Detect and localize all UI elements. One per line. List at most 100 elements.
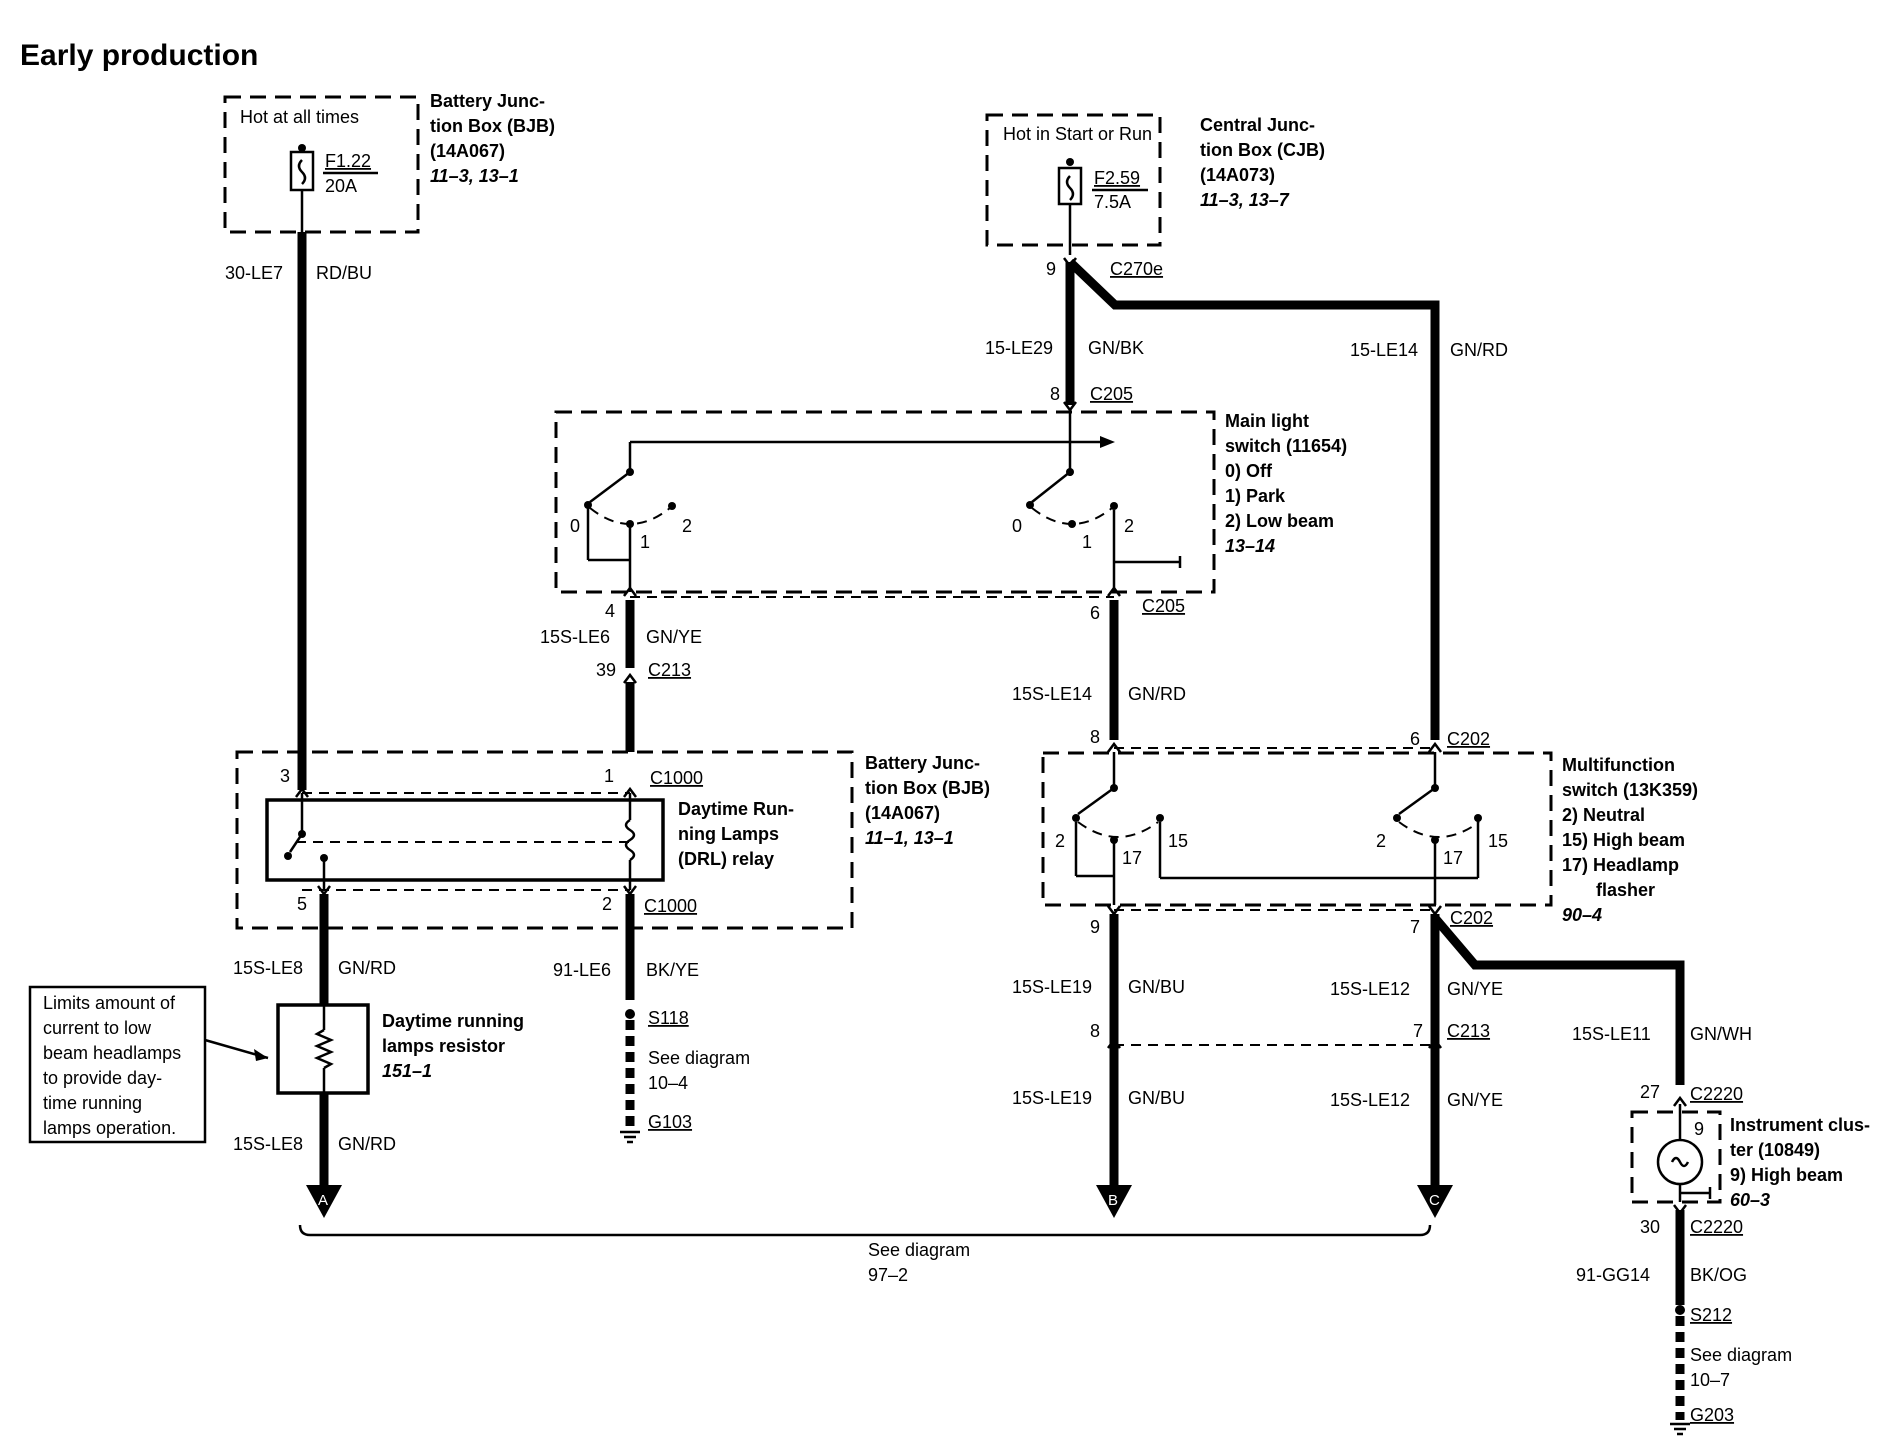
main-switch-name2: switch (11654): [1225, 436, 1347, 456]
wire-15s-le19-bottom-id: 15S-LE19: [1012, 1088, 1092, 1108]
wire-15s-le14-id: 15S-LE14: [1012, 684, 1092, 704]
wire-15s-le11-color: GN/WH: [1690, 1024, 1752, 1044]
drl-relay-name3: (DRL) relay: [678, 849, 774, 869]
bracket: [298, 1224, 1432, 1237]
mfs-right-pos17: 17: [1443, 848, 1463, 868]
arrow-b-label: B: [1108, 1192, 1118, 1209]
ground-g103-label: G103: [648, 1112, 692, 1132]
cjb-part: (14A073): [1200, 165, 1275, 185]
mfs-right-pos2: 2: [1376, 831, 1386, 851]
main-light-switch: 0 1 2 0 1 2 Main light switch (11654) 0)…: [554, 410, 1347, 594]
resistor-name2: lamps resistor: [382, 1036, 505, 1056]
splice-s212: [1675, 1305, 1685, 1315]
bjb-top-ref: 11–3, 13–1: [430, 166, 519, 186]
wire-91-gg14-color: BK/OG: [1690, 1265, 1747, 1285]
wire-15s-le12-top-id: 15S-LE12: [1330, 979, 1410, 999]
mfs-ref: 90–4: [1562, 905, 1602, 925]
wire-30-le7-id: 30-LE7: [225, 263, 283, 283]
pin-6-c205: 6: [1090, 603, 1100, 623]
wire-15s-le12-bottom-color: GN/YE: [1447, 1090, 1503, 1110]
pin-27-c2220: 27: [1640, 1082, 1660, 1102]
arrow-a: [306, 1185, 342, 1218]
pin-4-c205: 4: [605, 601, 615, 621]
connector-c205-top: C205: [1090, 384, 1133, 404]
bjb-bottom-ref: 11–1, 13–1: [865, 828, 954, 848]
instrument-cluster: 9 Instrument clus- ter (10849) 9) High b…: [1630, 1104, 1870, 1210]
pin-39-c213: 39: [596, 660, 616, 680]
wire-91-le6-id: 91-LE6: [553, 960, 611, 980]
connector-c1000-top: C1000: [650, 768, 703, 788]
wire-15-le29-id: 15-LE29: [985, 338, 1053, 358]
mfs-opt15: 15) High beam: [1562, 830, 1685, 850]
wire-15s-le6-color: GN/YE: [646, 627, 702, 647]
cjb-fuse-box: Hot in Start or Run F2.59 7.5A Central J…: [985, 113, 1325, 247]
bjb-bottom-name2: tion Box (BJB): [865, 778, 990, 798]
note-line6: lamps operation.: [43, 1118, 176, 1138]
mfs-opt17: 17) Headlamp: [1562, 855, 1679, 875]
wire-15s-le12-top-color: GN/YE: [1447, 979, 1503, 999]
fuse-f122-amp: 20A: [325, 176, 357, 196]
wire-15s-le8-bottom-id: 15S-LE8: [233, 1134, 303, 1154]
cjb-name2: tion Box (CJB): [1200, 140, 1325, 160]
connector-c2220-top: C2220: [1690, 1084, 1743, 1104]
pin-8-c213: 8: [1090, 1021, 1100, 1041]
pin-30-c2220: 30: [1640, 1217, 1660, 1237]
main-switch-opt1: 1) Park: [1225, 486, 1286, 506]
mfs-left-pos2: 2: [1055, 831, 1065, 851]
arrow-a-label: A: [318, 1192, 328, 1209]
connector-c202-bottom: C202: [1450, 908, 1493, 928]
arrow-c-label: C: [1429, 1192, 1440, 1209]
splice-s212-label: S212: [1690, 1305, 1732, 1325]
pin-8-c202: 8: [1090, 727, 1100, 747]
pin-7-c202: 7: [1410, 917, 1420, 937]
pin-9-c202: 9: [1090, 917, 1100, 937]
bjb-top-fuse-box: Hot at all times F1.22 20A Battery Junc-…: [223, 91, 555, 234]
wire-15s-le19-bottom-color: GN/BU: [1128, 1088, 1185, 1108]
wire-15s-le19-top-id: 15S-LE19: [1012, 977, 1092, 997]
wire-15s-le8-top-color: GN/RD: [338, 958, 396, 978]
wire-15s-le14-color: GN/RD: [1128, 684, 1186, 704]
drl-relay-name1: Daytime Run-: [678, 799, 794, 819]
page-title: Early production: [20, 39, 258, 72]
note-line2: current to low: [43, 1018, 152, 1038]
see-diagram-97-2: See diagram: [868, 1240, 970, 1260]
main-switch-left-pos0: 0: [570, 516, 580, 536]
note-line4: to provide day-: [43, 1068, 162, 1088]
drl-relay-name2: ning Lamps: [678, 824, 779, 844]
mfs-name1: Multifunction: [1562, 755, 1675, 775]
mfs-opt2: 2) Neutral: [1562, 805, 1645, 825]
mfs-name2: switch (13K359): [1562, 780, 1698, 800]
wire-15-le14-id: 15-LE14: [1350, 340, 1418, 360]
pin-8-c205: 8: [1050, 384, 1060, 404]
connector-c1000-bottom: C1000: [644, 896, 697, 916]
note-line3: beam headlamps: [43, 1043, 181, 1063]
bjb-top-name1: Battery Junc-: [430, 91, 545, 111]
fuse-f122-label: F1.22: [325, 151, 371, 171]
pin-2-c1000: 2: [602, 894, 612, 914]
pin-9-c270e: 9: [1046, 259, 1056, 279]
main-switch-left-pos1: 1: [640, 532, 650, 552]
wire-15s-le11: [1431, 915, 1685, 1085]
ground-g203-label: G203: [1690, 1405, 1734, 1425]
drl-resistor: Daytime running lamps resistor 151–1: [276, 1003, 524, 1095]
wire-15-le14: [1066, 258, 1440, 740]
pin-7-c213: 7: [1413, 1021, 1423, 1041]
main-switch-left-pos2: 2: [682, 516, 692, 536]
wire-30-le7-color: RD/BU: [316, 263, 372, 283]
cluster-opt9: 9) High beam: [1730, 1165, 1843, 1185]
drl-relay: Daytime Run- ning Lamps (DRL) relay: [265, 793, 794, 890]
bjb-top-name2: tion Box (BJB): [430, 116, 555, 136]
main-switch-right-pos2: 2: [1124, 516, 1134, 536]
wire-91-le6-color: BK/YE: [646, 960, 699, 980]
mfs-opt17b: flasher: [1596, 880, 1655, 900]
ground-g103-icon: [620, 1130, 640, 1144]
wire-91-gg14-id: 91-GG14: [1576, 1265, 1650, 1285]
connector-c202-top: C202: [1447, 729, 1490, 749]
note-line5: time running: [43, 1093, 142, 1113]
cluster-pin-9: 9: [1694, 1119, 1704, 1139]
see-diagram-97-2-ref: 97–2: [868, 1265, 908, 1285]
cjb-name1: Central Junc-: [1200, 115, 1315, 135]
see-diagram-10-4: See diagram: [648, 1048, 750, 1068]
mfs-left-pos15: 15: [1168, 831, 1188, 851]
